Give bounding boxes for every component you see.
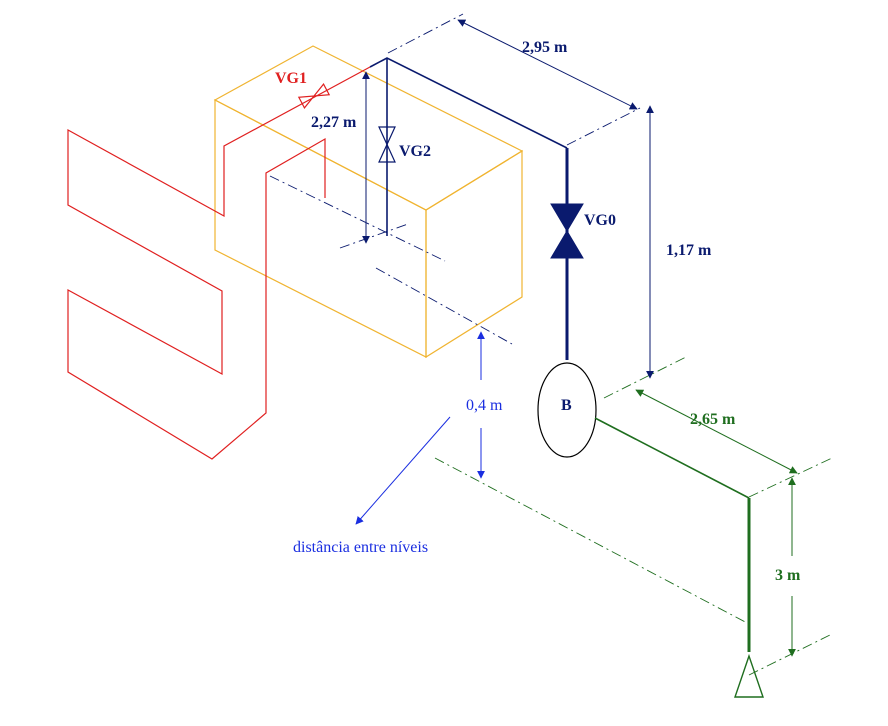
- vg2-valve: [378, 126, 396, 163]
- vg2-label: VG2: [399, 143, 431, 160]
- pump-b-label: B: [561, 397, 572, 414]
- dim-295-label: 2,95 m: [522, 39, 568, 56]
- level-distance-note: distância entre níveis: [293, 539, 428, 556]
- vg1-label: VG1: [275, 70, 307, 87]
- red-coil-pipe: [67, 66, 371, 460]
- dim-227-label: 2,27 m: [311, 114, 357, 131]
- pump-oval-icon: [537, 362, 597, 458]
- navy-main-pipe: [369, 57, 569, 360]
- dim-117-label: 1,17 m: [666, 242, 712, 259]
- dim-04-label: 0,4 m: [466, 397, 503, 414]
- dimension-arrows: [355, 19, 798, 657]
- green-outlet-pipe: [594, 417, 751, 652]
- dim-3-label: 3 m: [775, 567, 801, 584]
- tank-box: [213, 45, 524, 359]
- outlet-triangle-icon: [734, 653, 764, 698]
- vg1-valve: [297, 83, 331, 109]
- vg0-label: VG0: [584, 212, 616, 229]
- vg0-valve: [550, 203, 584, 259]
- dim-265-label: 2,65 m: [690, 411, 736, 428]
